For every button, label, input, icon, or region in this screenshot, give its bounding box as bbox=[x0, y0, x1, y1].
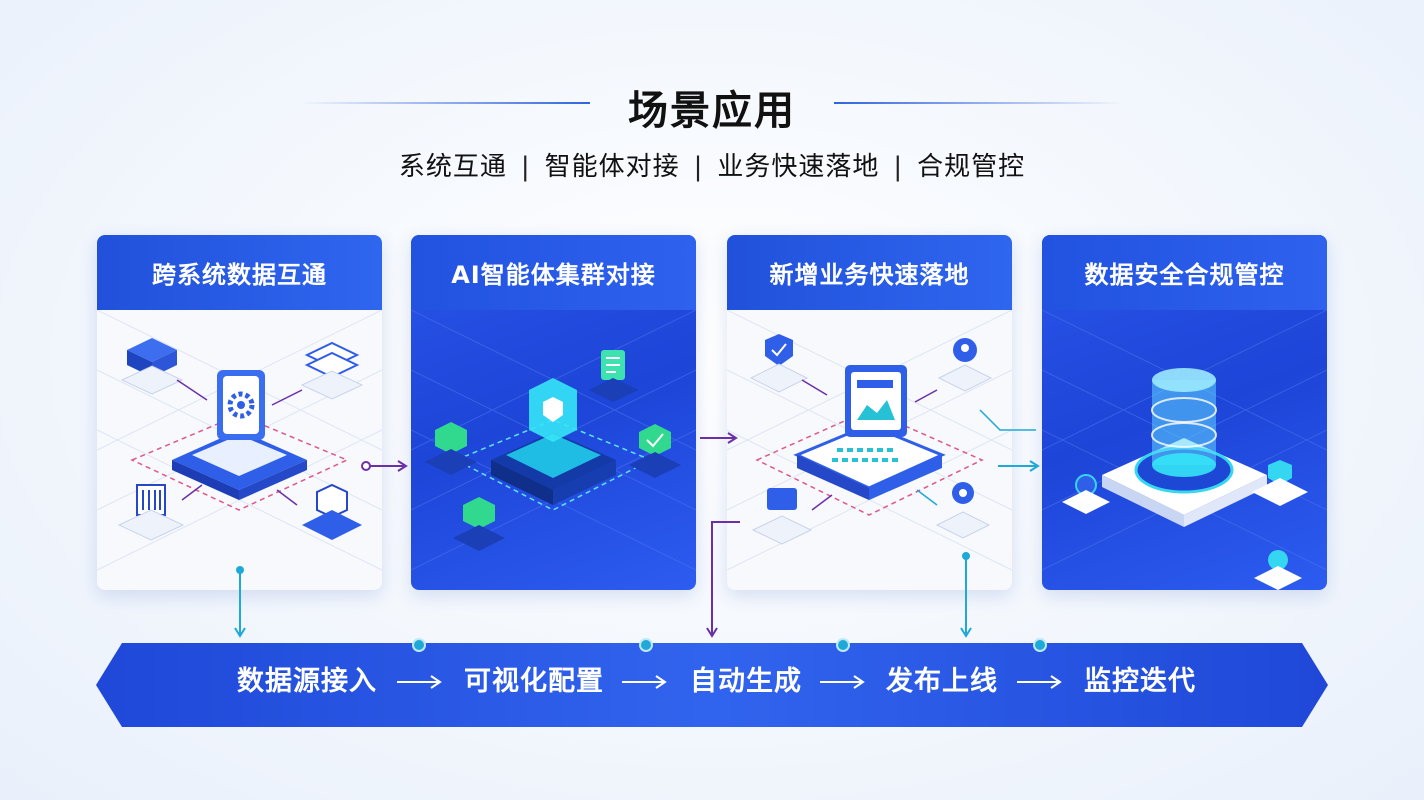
card-title: 跨系统数据互通 bbox=[97, 235, 382, 310]
card-title: 新增业务快速落地 bbox=[727, 235, 1012, 310]
leaf-node-icon bbox=[425, 422, 477, 475]
card-data-security-compliance[interactable]: 数据安全合规管控 bbox=[1042, 235, 1327, 590]
shield-node-icon bbox=[1252, 460, 1308, 506]
subtitle-item-3: 业务快速落地 bbox=[717, 152, 880, 182]
flow-step-auto-generate: 自动生成 bbox=[690, 666, 802, 697]
subtitle-item-1: 系统互通 bbox=[398, 152, 507, 182]
database-cylinder-icon bbox=[1102, 368, 1267, 527]
gear-hub-icon bbox=[172, 370, 307, 500]
card-illustration bbox=[97, 310, 382, 590]
flow-step-publish: 发布上线 bbox=[886, 666, 998, 697]
document-screen-icon bbox=[845, 365, 907, 437]
building-icon bbox=[117, 484, 185, 541]
flow-arrow-icon bbox=[1017, 675, 1062, 689]
shield-node-icon bbox=[749, 334, 809, 393]
shield-chip-icon bbox=[491, 378, 616, 505]
flow-step-visual-config: 可视化配置 bbox=[464, 666, 604, 697]
process-flow-bar bbox=[96, 643, 1328, 727]
title-divider-right bbox=[834, 102, 1124, 104]
card3-illustration bbox=[727, 310, 1012, 571]
flow-node-dot bbox=[836, 638, 850, 652]
card-illustration bbox=[1042, 310, 1327, 590]
card-illustration bbox=[727, 310, 1012, 590]
flow-step-monitor-iterate: 监控迭代 bbox=[1084, 666, 1196, 697]
card4-illustration bbox=[1042, 310, 1327, 590]
database-stack-icon bbox=[120, 338, 184, 395]
card2-illustration bbox=[411, 310, 696, 571]
flow-node-dot bbox=[412, 638, 426, 652]
check-node-icon bbox=[629, 424, 681, 478]
subtitle-item-2: 智能体对接 bbox=[544, 152, 680, 182]
server-node-icon bbox=[751, 488, 813, 545]
card-rapid-business-launch[interactable]: 新增业务快速落地 bbox=[727, 235, 1012, 590]
flow-step-data-source: 数据源接入 bbox=[237, 666, 377, 697]
subtitle-separator: | bbox=[520, 152, 531, 182]
keyboard-icon bbox=[793, 423, 946, 500]
card-illustration bbox=[411, 310, 696, 590]
subtitle-separator: | bbox=[693, 152, 704, 182]
document-server-icon bbox=[300, 341, 364, 400]
flow-arrow-icon bbox=[622, 675, 667, 689]
lock-node-icon bbox=[1062, 474, 1110, 514]
subtitle-separator: | bbox=[893, 152, 904, 182]
cube-icon bbox=[302, 483, 362, 540]
document-node-icon bbox=[589, 350, 639, 402]
flow-node-dot bbox=[1033, 638, 1047, 652]
subtitle: 系统互通 | 智能体对接 | 业务快速落地 | 合规管控 bbox=[0, 146, 1424, 183]
server-node-icon bbox=[453, 497, 505, 551]
location-node-icon bbox=[937, 338, 993, 392]
flow-node-dot bbox=[639, 638, 653, 652]
gear-node-icon bbox=[1254, 550, 1302, 590]
page-title: 场景应用 bbox=[628, 88, 796, 134]
flow-arrow-icon bbox=[397, 675, 442, 689]
gear-node-icon bbox=[935, 482, 991, 539]
title-divider-left bbox=[300, 102, 590, 104]
card-ai-agent-cluster[interactable]: AI智能体集群对接 bbox=[411, 235, 696, 590]
card-title: 数据安全合规管控 bbox=[1042, 235, 1327, 310]
flow-arrow-icon bbox=[820, 675, 865, 689]
subtitle-item-4: 合规管控 bbox=[917, 152, 1026, 182]
card-cross-system-data[interactable]: 跨系统数据互通 bbox=[97, 235, 382, 590]
card-title: AI智能体集群对接 bbox=[411, 235, 696, 310]
card1-illustration bbox=[97, 310, 382, 571]
title-row: 场景应用 bbox=[0, 72, 1424, 134]
